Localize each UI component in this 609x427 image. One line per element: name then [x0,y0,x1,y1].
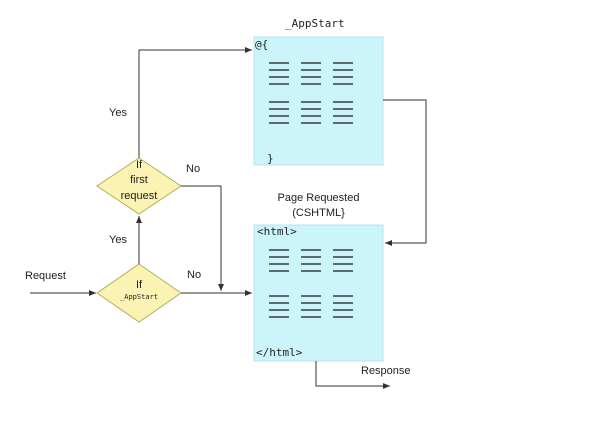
page-requested-box [253,224,384,362]
yes-lower-label: Yes [109,234,127,246]
yes-upper-label: Yes [109,107,127,119]
appstart-box [253,36,384,166]
request-label: Request [25,270,66,282]
no-lower-label: No [187,269,202,281]
decision-appstart-line1: If [135,279,143,291]
page-title-line1: Page Requested [277,192,360,204]
no-upper-arrow [181,185,224,291]
response-arrow [315,361,390,389]
response-label: Response [361,365,411,377]
appstart-to-page-arrow [383,99,427,246]
appstart-title: _AppStart [285,17,345,30]
decision-first-request-line3: request [120,190,158,202]
decision-first-request-line2: first [130,174,148,186]
decision-appstart-line2: _AppStart [120,293,158,301]
appstart-open-brace: @{ [255,38,269,51]
appstart-close-brace: } [267,152,274,165]
decision-appstart [96,263,182,323]
page-html-close: </html> [256,346,303,359]
page-title-line2: (CSHTML} [292,207,345,219]
yes-upper-arrow [138,47,252,158]
no-upper-label: No [186,163,201,175]
decision-first-request [96,157,182,215]
page-code-lines [269,249,353,318]
decision-first-request-line1: If [135,159,143,171]
page-html-open: <html> [257,225,297,238]
appstart-code-lines [269,62,353,124]
